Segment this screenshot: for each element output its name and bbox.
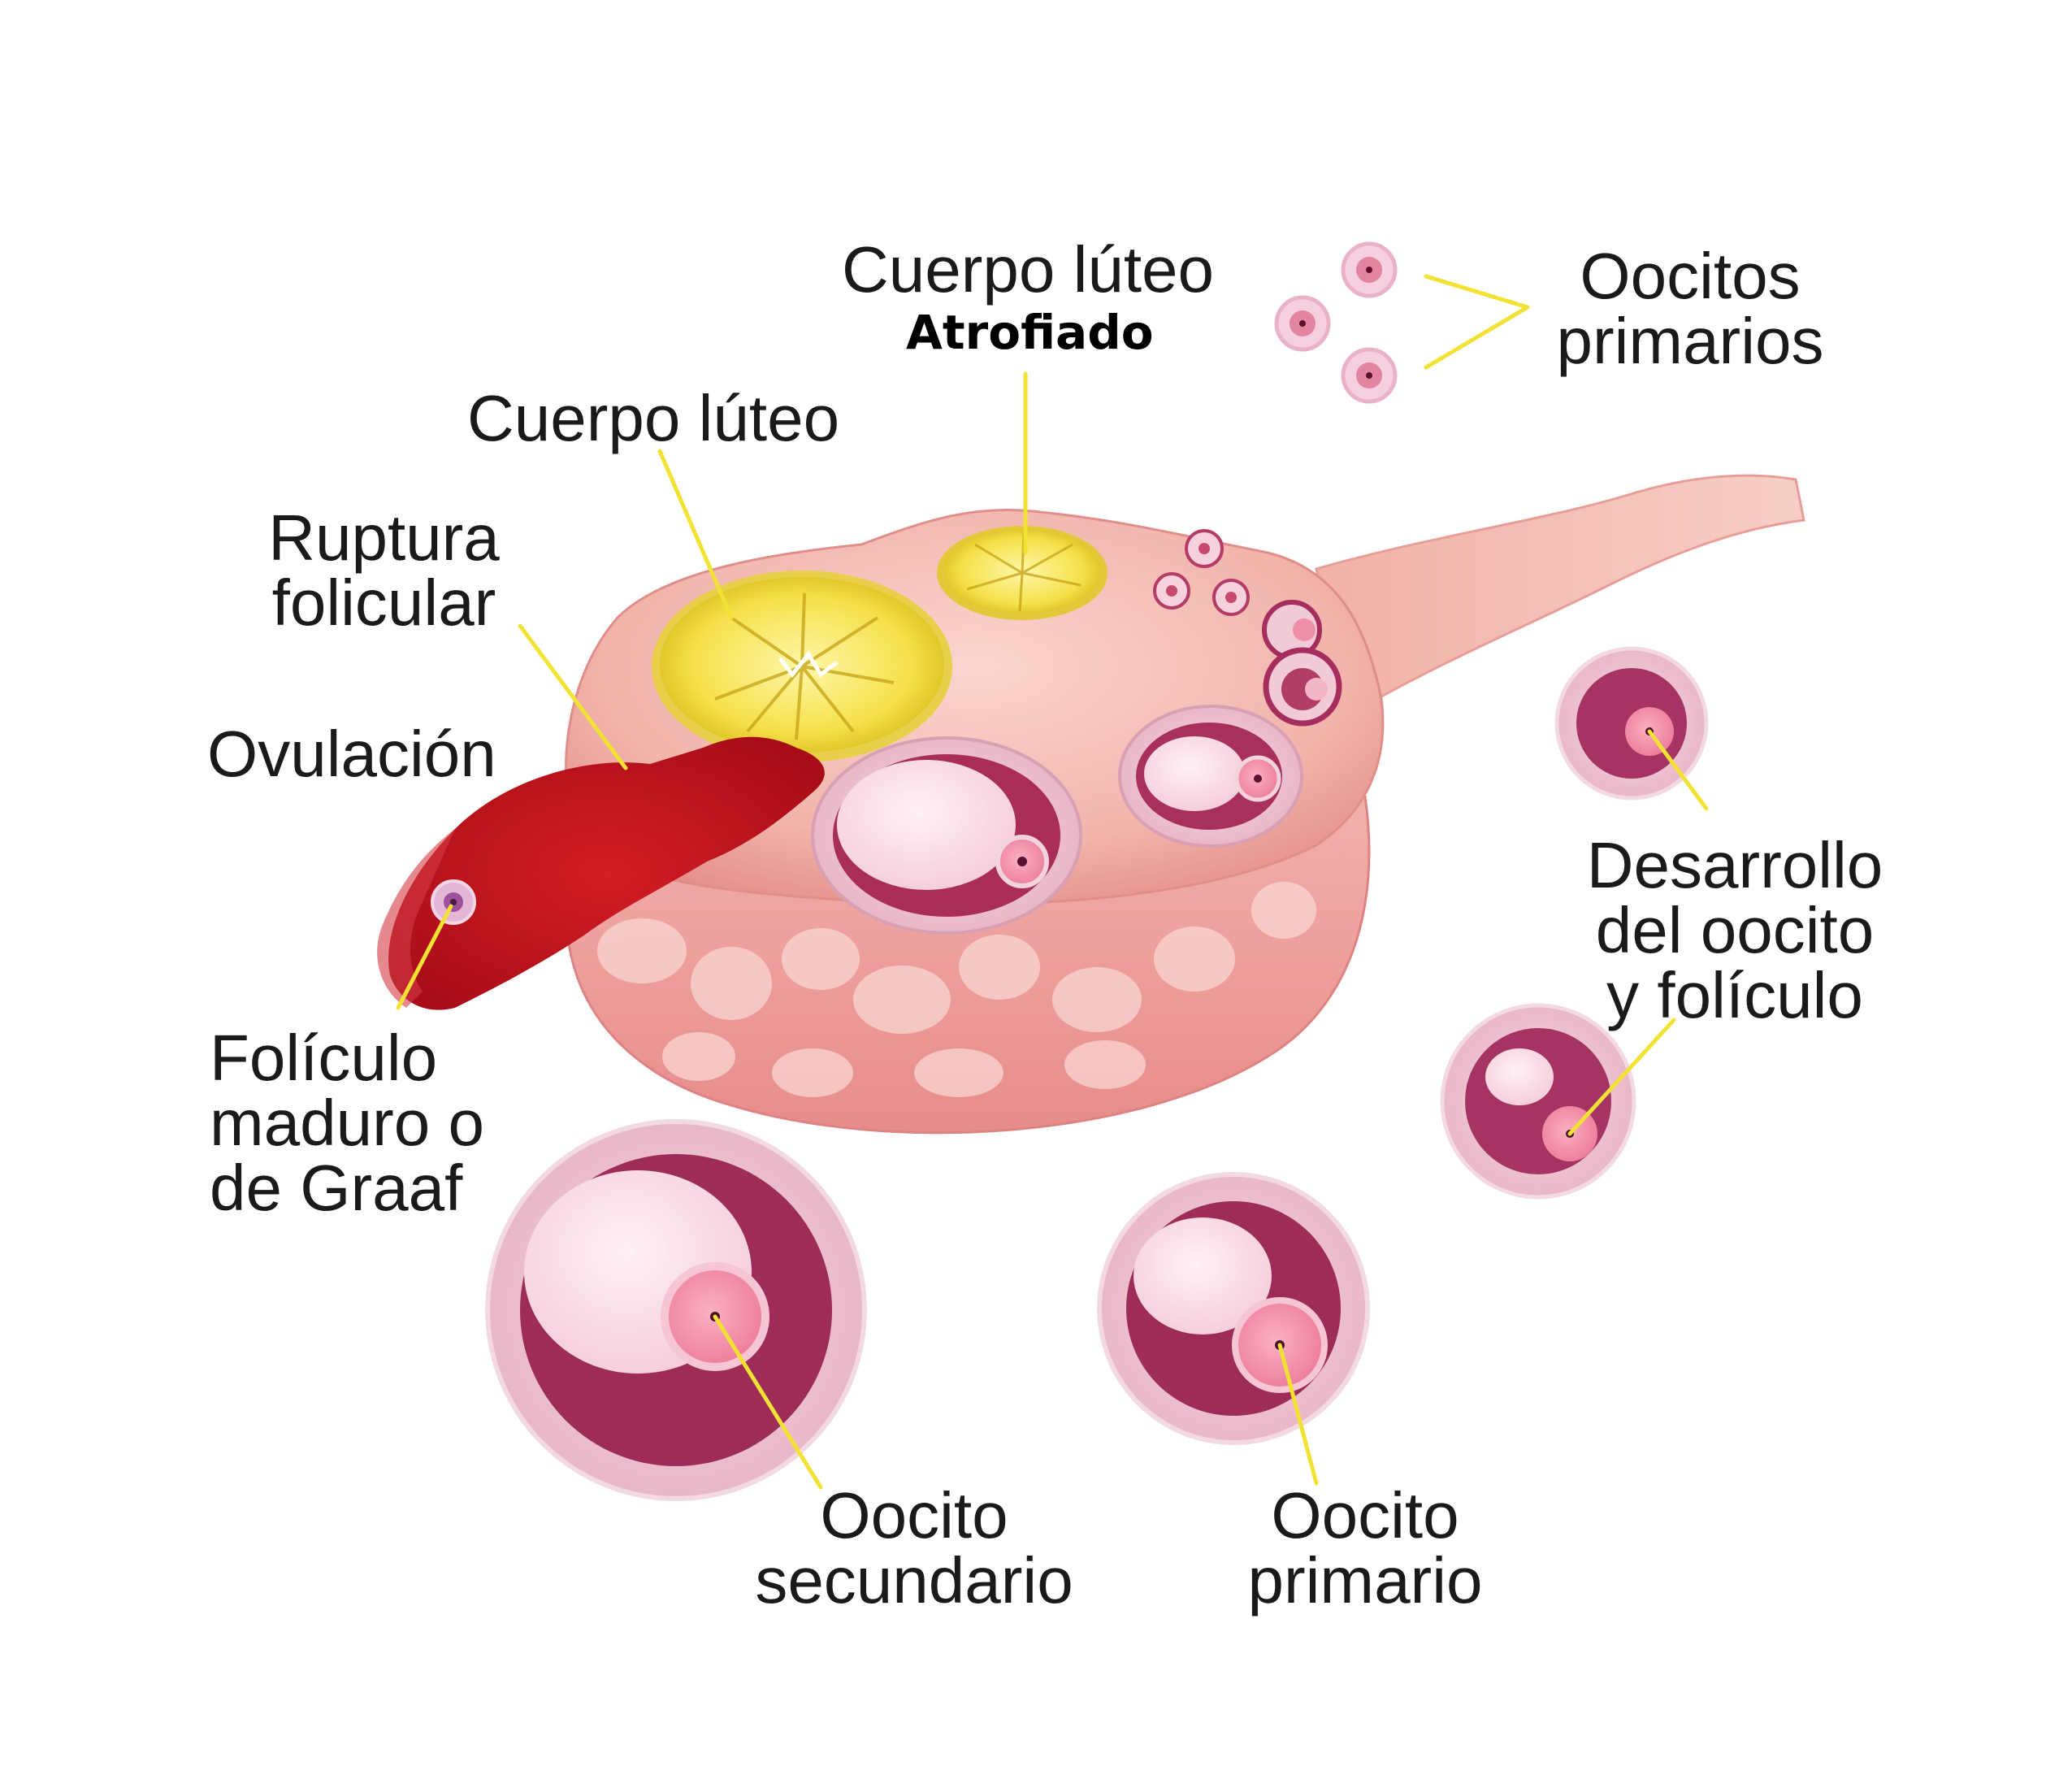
leader-cuerpo-luteo <box>657 449 734 620</box>
label-ruptura-folicular-line2: folicular <box>271 566 496 639</box>
label-oocito-primario: Oocito primario <box>1219 1483 1511 1613</box>
label-oocito-primario-line2: primario <box>1247 1544 1483 1617</box>
leader-ruptura-folicular <box>518 623 628 770</box>
primary-oocytes-group <box>1274 241 1398 404</box>
released-oocyte <box>431 879 476 925</box>
label-oocitos-primarios-line1: Oocitos <box>1580 240 1801 312</box>
surface-follicle-tertiary <box>811 736 1082 935</box>
label-ruptura-folicular: Ruptura folicular <box>244 506 524 636</box>
ovarian-ligament <box>1315 474 1805 718</box>
leader-desarrollo-upper <box>1647 729 1709 811</box>
ovulation-blood <box>388 736 825 1010</box>
surface-follicle-secondary <box>1118 705 1303 848</box>
label-atrofiado: Atrofiado <box>906 305 1154 360</box>
label-desarrollo-line2: del oocito <box>1595 894 1875 966</box>
label-cuerpo-luteo-atrofiado-line1: Cuerpo lúteo <box>841 233 1215 306</box>
label-ruptura-folicular-line1: Ruptura <box>268 501 500 574</box>
label-oocitos-primarios: Oocitos primarios <box>1528 244 1853 374</box>
surface-follicles <box>1153 529 1342 727</box>
label-oocito-primario-line1: Oocito <box>1271 1479 1459 1551</box>
label-oocito-secundario-line1: Oocito <box>820 1479 1008 1551</box>
label-foliculo-maduro-line1: Folículo <box>210 1022 438 1094</box>
corpus-luteum-atrophied <box>937 526 1108 620</box>
label-ovulacion: Ovulación <box>207 718 496 790</box>
label-oocitos-primarios-line2: primarios <box>1556 305 1824 377</box>
leader-oocito-primario <box>1277 1343 1319 1486</box>
label-cuerpo-luteo: Cuerpo lúteo <box>467 382 840 454</box>
leader-oocito-secundario <box>713 1314 823 1490</box>
label-oocito-secundario: Oocito secundario <box>723 1483 1105 1613</box>
primary-oocyte-follicle <box>1097 1172 1370 1445</box>
ovulation-blood-fade <box>377 829 455 1008</box>
label-desarrollo: Desarrollo del oocito y folículo <box>1564 833 1905 1028</box>
leader-oocitos-primarios-top <box>1424 274 1530 310</box>
developing-follicle-antral <box>1440 1003 1636 1200</box>
label-foliculo-maduro-line3: de Graaf <box>210 1152 463 1224</box>
leader-foliculo-maduro <box>396 904 453 1010</box>
label-oocito-secundario-line2: secundario <box>755 1544 1073 1617</box>
leader-desarrollo-lower <box>1567 1018 1676 1136</box>
corpus-luteum <box>652 571 952 762</box>
label-desarrollo-line3: y folículo <box>1606 959 1863 1031</box>
label-cuerpo-luteo-atrofiado: Cuerpo lúteo <box>808 237 1247 302</box>
leader-oocitos-primarios-bottom <box>1424 305 1530 370</box>
label-foliculo-maduro-line2: maduro o <box>210 1087 484 1159</box>
label-desarrollo-line1: Desarrollo <box>1586 829 1883 901</box>
leader-lines <box>396 274 1709 1490</box>
label-foliculo-maduro: Folículo maduro o de Graaf <box>210 1026 484 1221</box>
secondary-oocyte-follicle <box>485 1119 867 1501</box>
ovary-texture <box>597 882 1316 1097</box>
